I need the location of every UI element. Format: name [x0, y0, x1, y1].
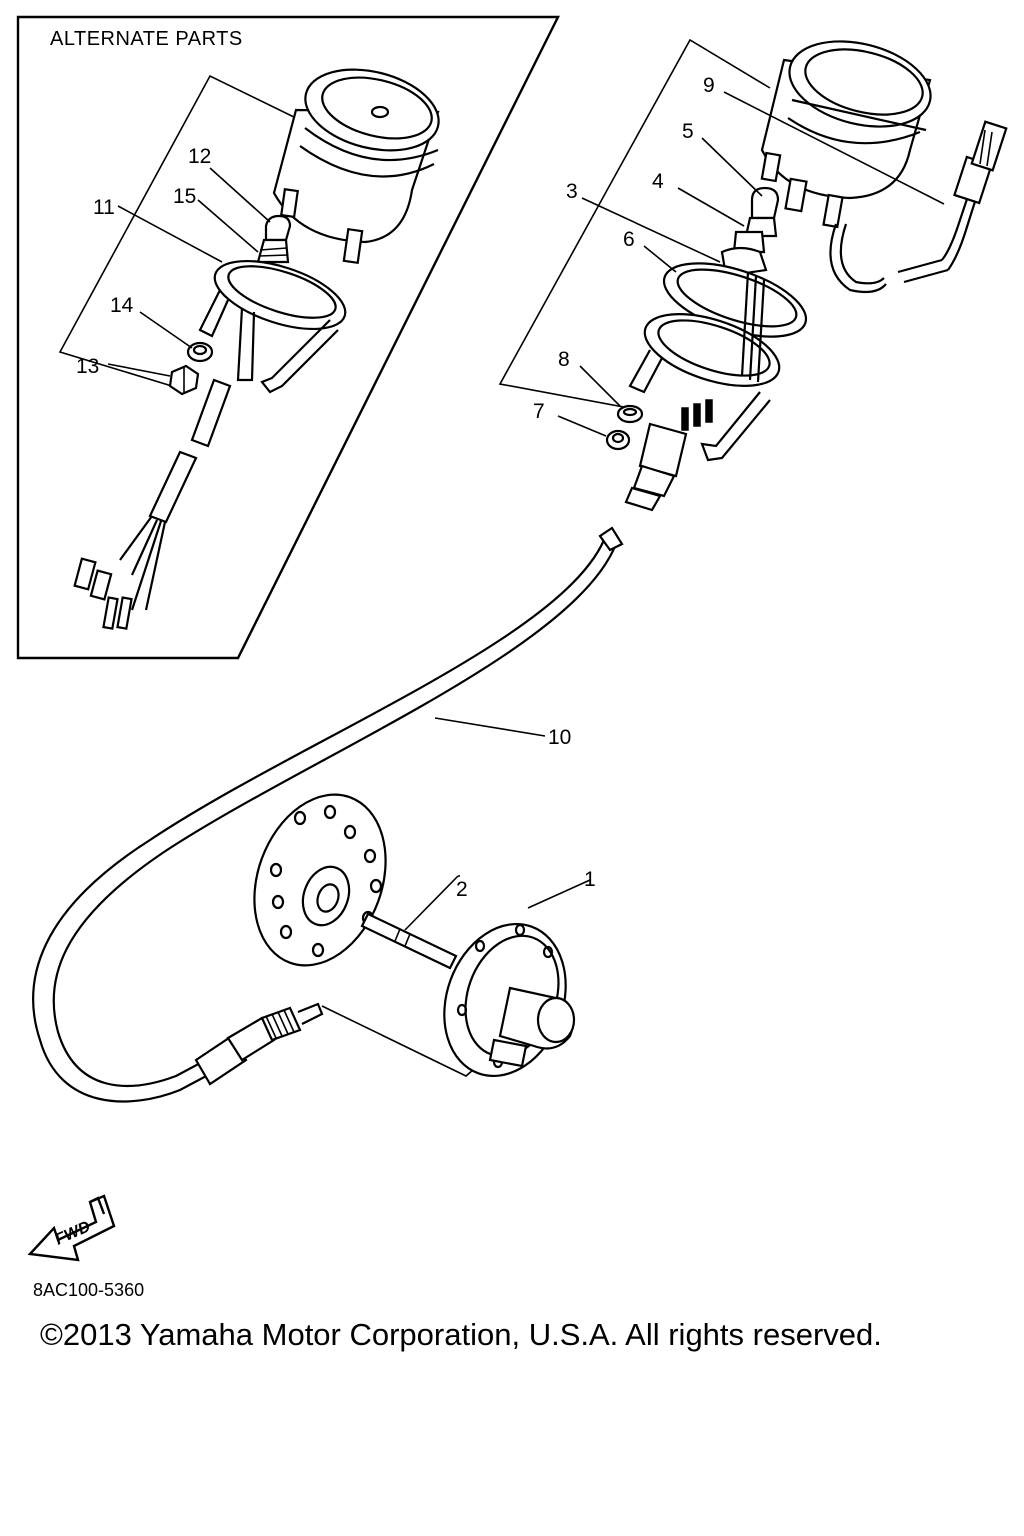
callout-9: 9 — [703, 74, 715, 97]
callout-2: 2 — [456, 878, 468, 901]
copyright-notice: ©2013 Yamaha Motor Corporation, U.S.A. A… — [40, 1317, 882, 1352]
callout-1: 1 — [584, 868, 596, 891]
drive-shaft: 2 — [360, 875, 468, 970]
meter-gear-unit: 1 — [443, 868, 596, 1078]
callout-15: 15 — [173, 185, 196, 208]
callout-6: 6 — [623, 228, 635, 251]
callout-12: 12 — [188, 145, 211, 168]
nut — [605, 429, 631, 451]
alt-nut — [168, 364, 200, 396]
cable-end-fitting — [194, 1002, 324, 1086]
main-leader-lines — [557, 91, 945, 437]
callout-10: 10 — [548, 726, 571, 749]
alt-meter-head — [272, 68, 440, 265]
callout-4: 4 — [652, 170, 664, 193]
callout-8: 8 — [558, 348, 570, 371]
fwd-arrow-icon: FWD — [27, 1194, 116, 1262]
inset-frame — [16, 15, 560, 660]
callout-7: 7 — [533, 400, 545, 423]
alt-washer — [186, 341, 214, 363]
drawing-number: 8AC100-5360 — [33, 1280, 144, 1300]
alt-wire-harness — [73, 378, 232, 630]
callout-3: 3 — [566, 180, 578, 203]
inset-group-bracket — [58, 74, 301, 391]
meter-head — [760, 40, 932, 294]
alt-leader-lines — [107, 167, 271, 377]
alternate-parts-inset: ALTERNATE PARTS — [16, 15, 560, 660]
callout-11: 11 — [93, 196, 115, 219]
alt-bracket — [198, 259, 347, 394]
washer — [616, 404, 644, 424]
callout-5: 5 — [682, 120, 694, 143]
inset-title: ALTERNATE PARTS — [50, 28, 243, 50]
fwd-label: FWD — [53, 1218, 94, 1249]
speedometer-cable: 10 — [32, 526, 624, 1103]
meter-cable-end — [897, 120, 1008, 284]
disc-holes — [269, 804, 383, 958]
callout-14: 14 — [110, 294, 134, 317]
disc-plate — [253, 793, 387, 967]
main-group-bracket — [498, 38, 771, 411]
alt-bulb — [256, 214, 292, 264]
meter-cable-connector — [624, 399, 713, 512]
main-meter-assembly: 9 5 4 3 6 8 7 — [498, 38, 1008, 512]
meter-bracket — [628, 271, 781, 462]
callout-13: 13 — [76, 355, 99, 378]
